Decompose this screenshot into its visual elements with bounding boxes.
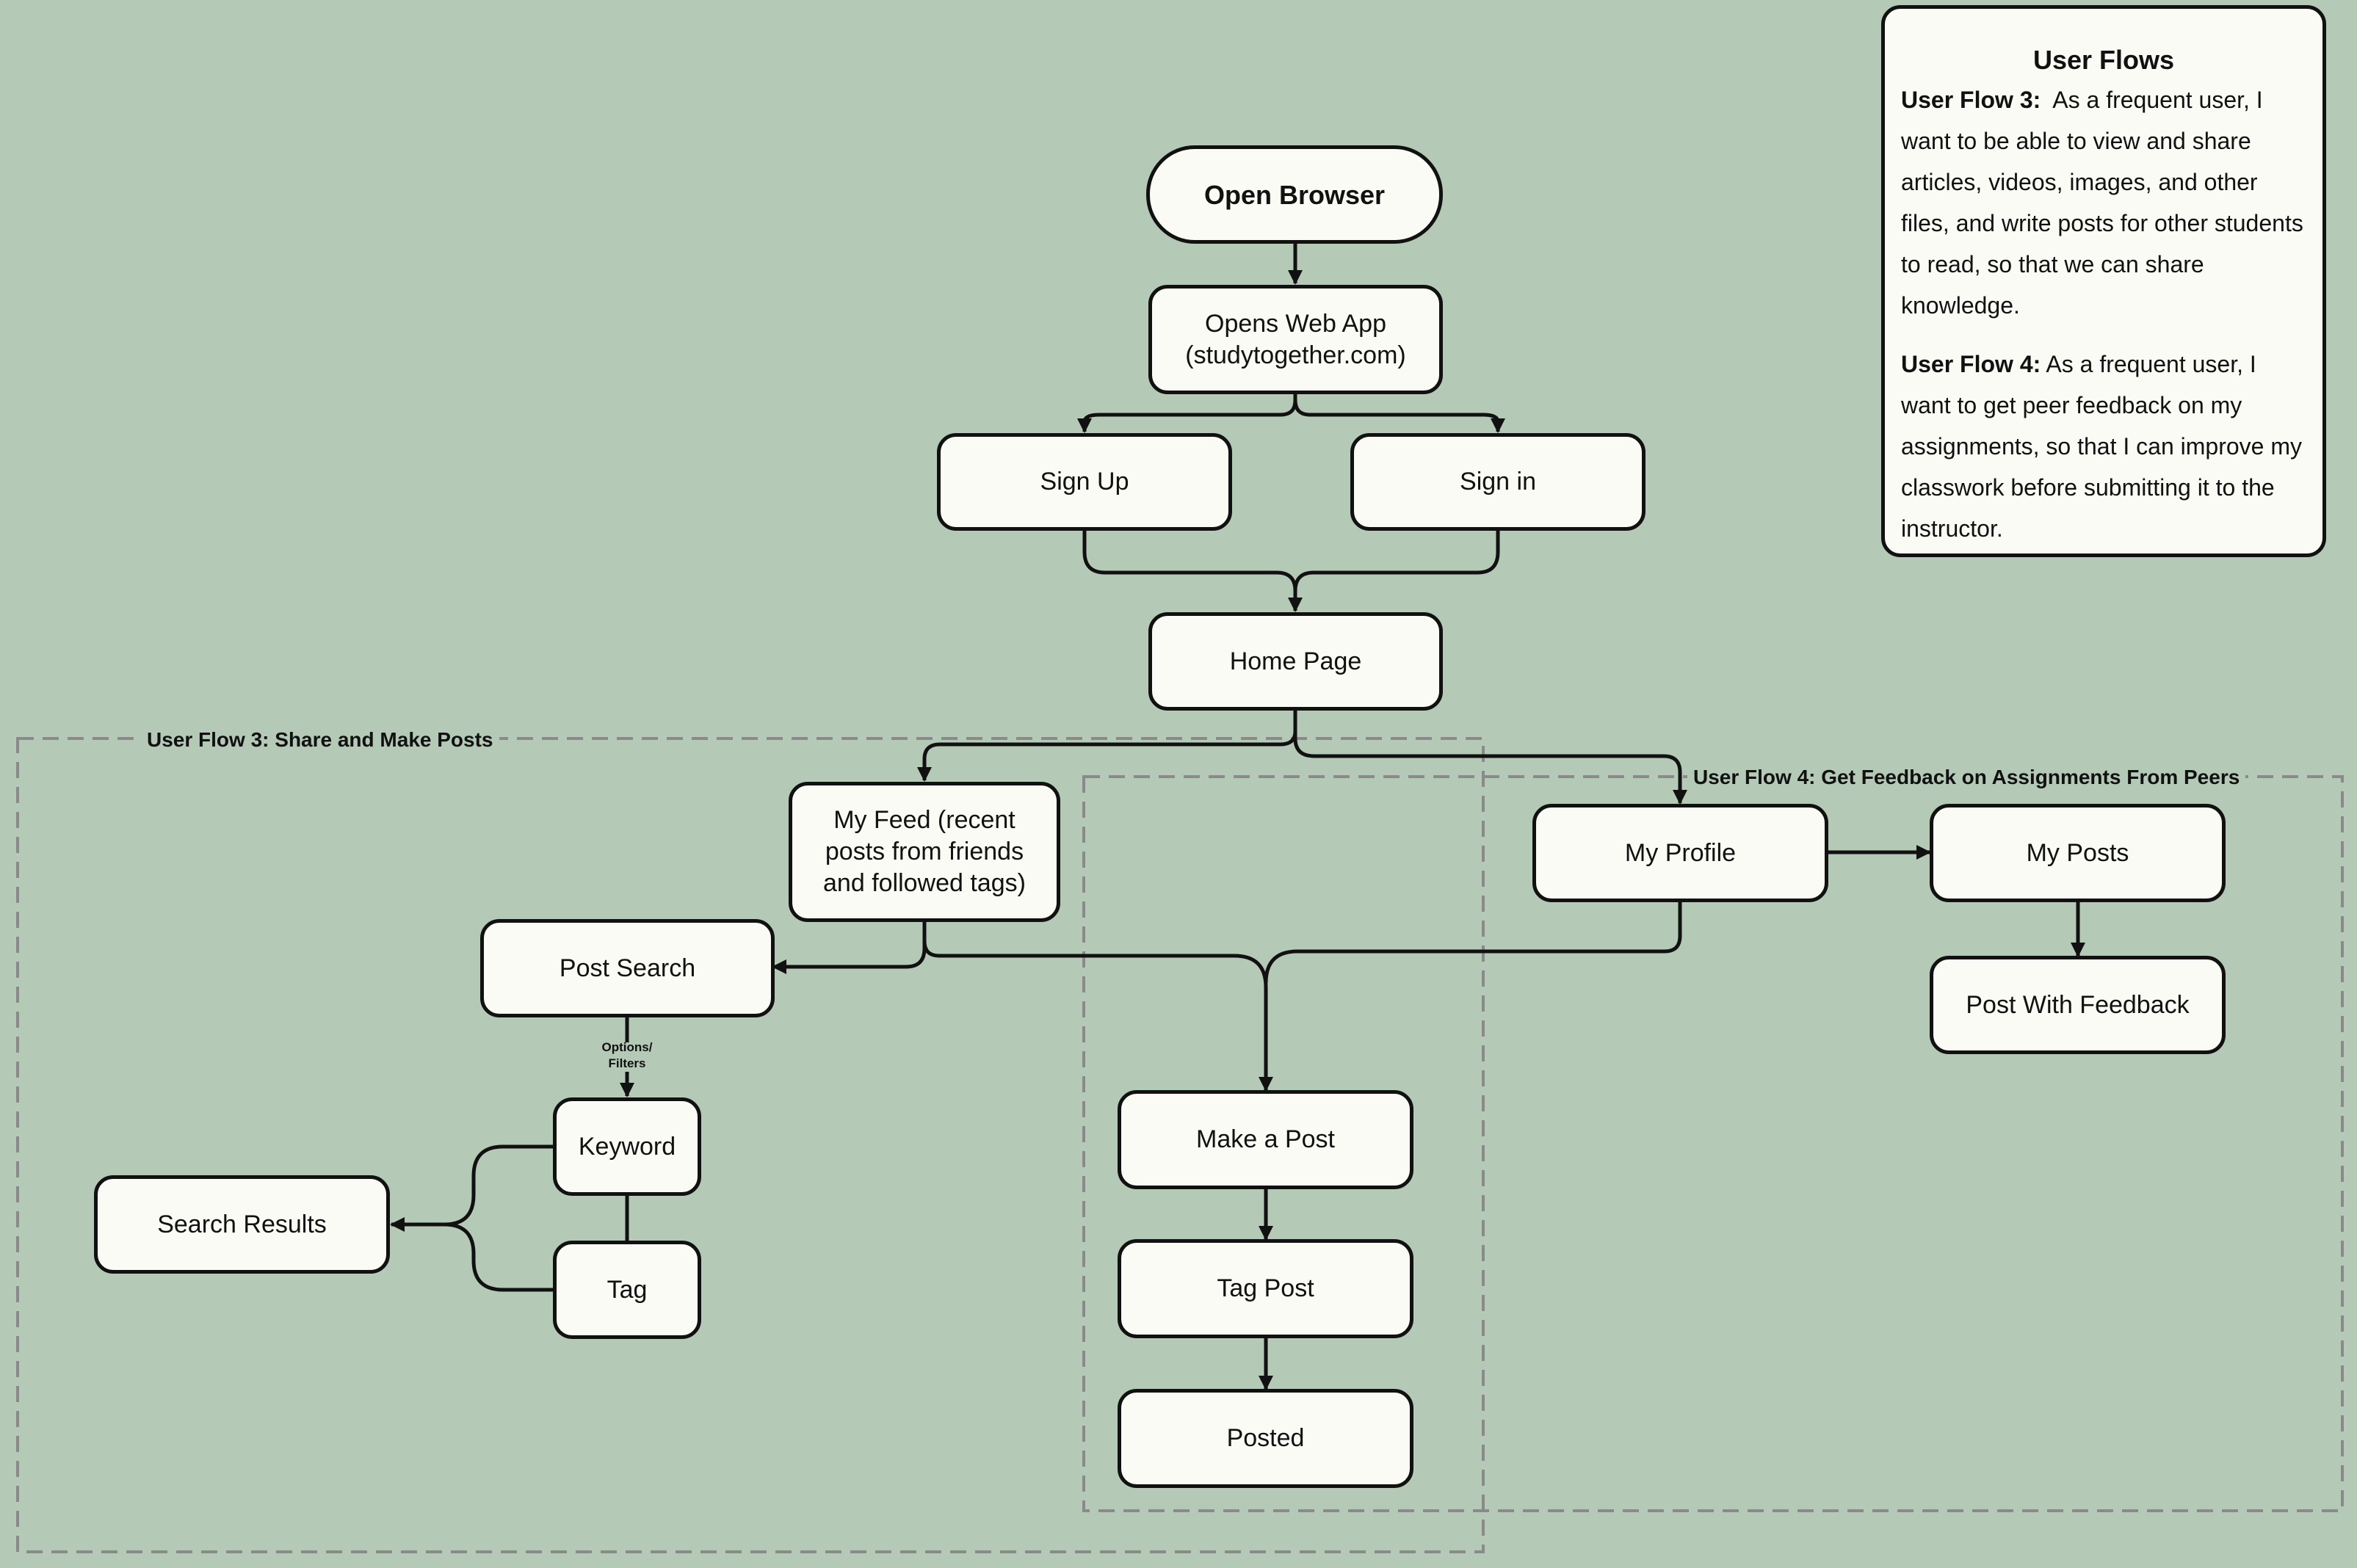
node-home-page-label: Home Page <box>1229 647 1362 675</box>
node-keyword[interactable]: Keyword <box>553 1097 701 1196</box>
node-my-posts[interactable]: My Posts <box>1930 804 2226 902</box>
edge-webapp-to-signin <box>1293 392 1505 433</box>
node-my-profile-label: My Profile <box>1624 838 1737 867</box>
node-post-with-feedback[interactable]: Post With Feedback <box>1930 956 2226 1054</box>
edge-tag-to-results <box>443 1222 554 1292</box>
node-my-feed-line2: posts from friends <box>825 838 1024 865</box>
node-my-feed[interactable]: My Feed (recent posts from friends and f… <box>789 782 1060 922</box>
edge-label-line1: Options/ <box>601 1040 653 1054</box>
node-posted[interactable]: Posted <box>1118 1389 1413 1488</box>
edge-profile-to-makepost <box>1264 900 1682 984</box>
user-flows-title: User Flows <box>2032 45 2175 75</box>
user-flow-3-description: User Flow 3: As a frequent user, I want … <box>1901 79 2306 326</box>
edge-home-to-feed <box>917 709 1297 782</box>
edge-signup-to-home <box>1082 529 1303 612</box>
node-make-a-post-label: Make a Post <box>1196 1125 1335 1153</box>
node-tag[interactable]: Tag <box>553 1241 701 1339</box>
group-label-flow4: User Flow 4: Get Feedback on Assignments… <box>1687 765 2246 790</box>
node-post-search-label: Post Search <box>559 954 696 982</box>
node-sign-up[interactable]: Sign Up <box>937 433 1232 531</box>
user-flow-3-label: User Flow 3: <box>1901 87 2041 113</box>
user-flow-4-text: As a frequent user, I want to get peer f… <box>1901 351 2302 542</box>
node-open-browser[interactable]: Open Browser <box>1146 145 1443 244</box>
node-search-results[interactable]: Search Results <box>94 1175 390 1274</box>
node-opens-web-app[interactable]: Opens Web App (studytogether.com) <box>1148 285 1443 394</box>
user-flows-panel: User Flows User Flow 3: As a frequent us… <box>1881 5 2326 557</box>
group-box-flow3 <box>16 737 1485 1553</box>
edge-feed-to-search <box>772 920 927 974</box>
node-posted-label: Posted <box>1226 1424 1305 1452</box>
user-flow-4-description: User Flow 4: As a frequent user, I want … <box>1901 344 2306 549</box>
edge-signin-to-home <box>1293 529 1500 592</box>
node-tag-post-label: Tag Post <box>1217 1274 1314 1302</box>
node-tag-label: Tag <box>607 1275 648 1304</box>
node-sign-up-label: Sign Up <box>1040 468 1129 496</box>
group-label-flow3: User Flow 3: Share and Make Posts <box>141 727 499 752</box>
node-home-page[interactable]: Home Page <box>1148 612 1443 711</box>
node-opens-web-app-line2: (studytogether.com) <box>1185 341 1406 369</box>
node-open-browser-label: Open Browser <box>1203 179 1386 210</box>
node-make-a-post[interactable]: Make a Post <box>1118 1090 1413 1189</box>
node-sign-in-label: Sign in <box>1460 468 1536 496</box>
node-my-feed-line1: My Feed (recent <box>833 806 1015 834</box>
node-sign-in[interactable]: Sign in <box>1350 433 1645 531</box>
user-flow-3-text: As a frequent user, I want to be able to… <box>1901 87 2303 319</box>
node-my-posts-label: My Posts <box>2026 838 2129 867</box>
edge-label-options-filters: Options/ Filters <box>587 1039 667 1072</box>
node-my-profile[interactable]: My Profile <box>1532 804 1828 902</box>
node-post-search[interactable]: Post Search <box>480 919 775 1017</box>
user-flow-4-label: User Flow 4: <box>1901 351 2041 377</box>
edge-webapp-to-signup <box>1077 392 1297 433</box>
edge-keyword-to-results <box>390 1144 554 1232</box>
node-post-with-feedback-label: Post With Feedback <box>1966 990 2190 1019</box>
node-search-results-label: Search Results <box>157 1210 327 1238</box>
node-keyword-label: Keyword <box>578 1132 676 1161</box>
edge-home-to-profile <box>1293 709 1687 805</box>
node-tag-post[interactable]: Tag Post <box>1118 1239 1413 1338</box>
node-opens-web-app-line1: Opens Web App <box>1205 309 1386 338</box>
edge-label-line2: Filters <box>608 1056 646 1070</box>
node-my-feed-line3: and followed tags) <box>823 869 1026 897</box>
edge-feed-to-makepost <box>922 920 1273 1092</box>
